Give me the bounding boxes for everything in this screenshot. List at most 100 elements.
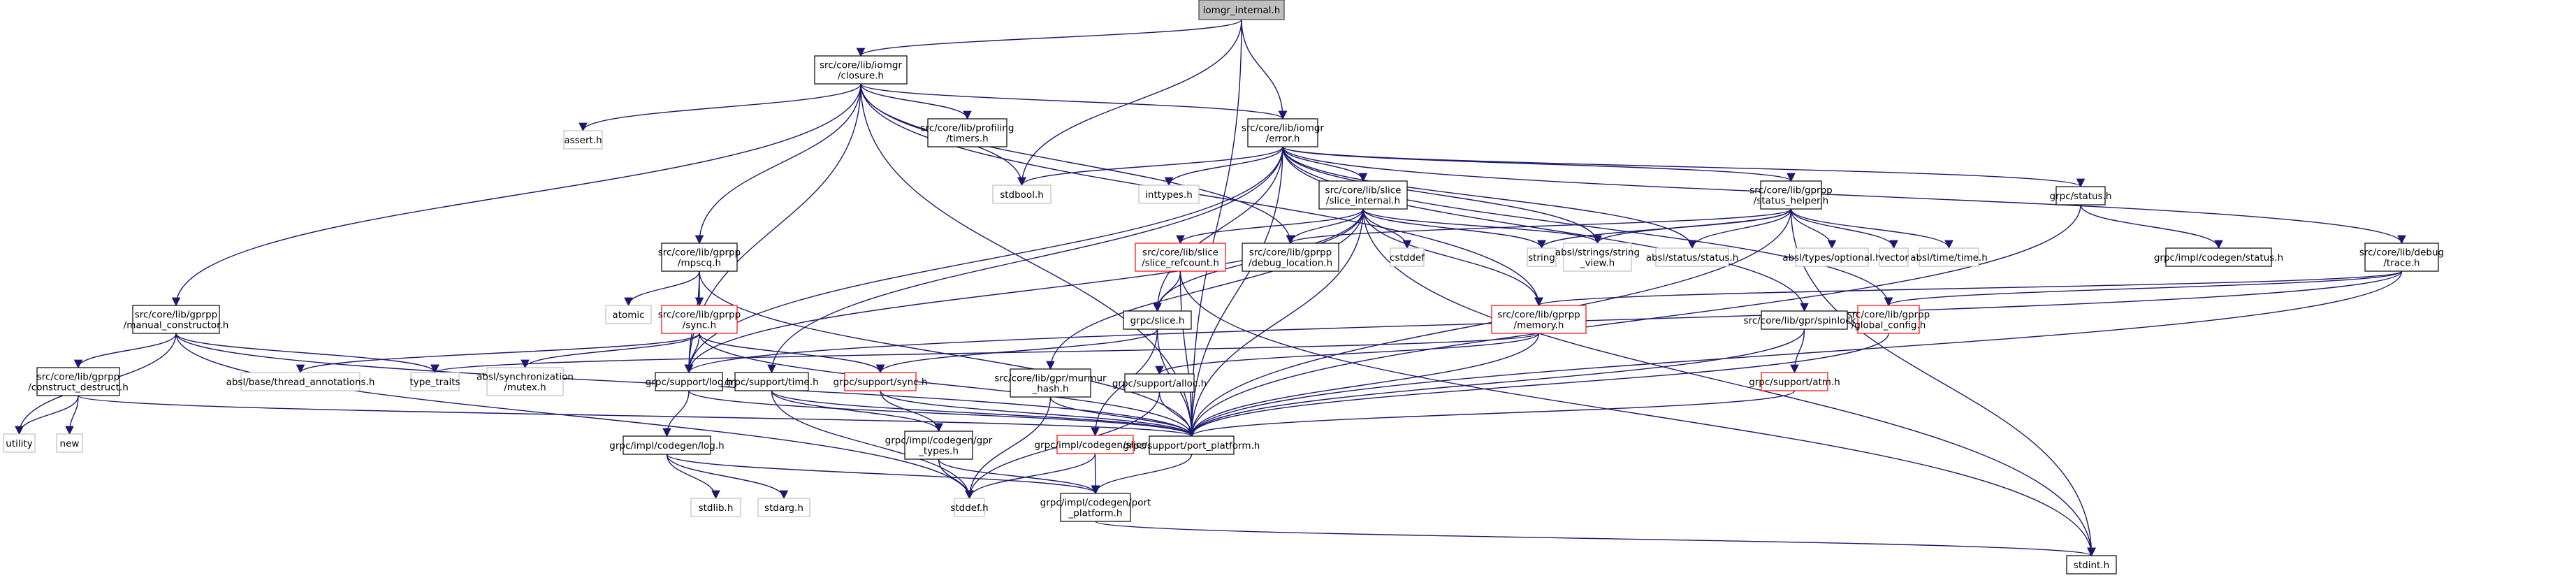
node-spinlock[interactable]: src/core/lib/gpr/spinlock.h [1744,310,1865,330]
node-label: _hash.h [1031,384,1068,395]
node-gprpp-sync[interactable]: src/core/lib/gprpp/sync.h [658,305,741,334]
node-port-platform[interactable]: grpc/support/port_platform.h [1123,435,1260,455]
node-codegen-port-platform[interactable]: grpc/impl/codegen/port_platform.h [1040,493,1151,522]
node-label: src/core/lib/profiling [921,123,1014,134]
edge-spinlock-to-support_atm [1790,328,1805,374]
node-label: src/core/lib/iomgr [820,60,902,71]
node-box [1655,247,1729,267]
node-label: stdlib.h [699,503,734,514]
node-label: absl/strings/string [1555,247,1640,259]
node-label: cstddef [1390,252,1425,263]
node-box [410,372,460,391]
edge-iomgr_internal-to-closure [856,19,1242,57]
node-box [132,305,220,334]
edge-trace-to-port_platform [1187,270,2403,438]
node-box [992,185,1051,204]
node-status-helper[interactable]: src/core/lib/gprpp/status_helper.h [1749,180,1833,210]
edge-slice_internal-to-port_platform [1187,208,1364,438]
node-error[interactable]: src/core/lib/iomgr/error.h [1242,118,1324,147]
edge-status_helper-to-string_view [1593,208,1792,245]
edge-codegen_log-to-codegen_port_platform [666,454,1100,495]
node-label: /construct_destruct.h [28,382,129,393]
node-label: absl/base/thread_annotations.h [226,377,375,388]
node-label: absl/synchronization [476,372,574,383]
node-support-atm[interactable]: grpc/support/atm.h [1749,372,1840,391]
edge-support_atm-to-port_platform [1187,390,1796,438]
node-iomgr-internal[interactable]: iomgr_internal.h [1198,0,1285,20]
edge-manual_constructor-to-type_traits [175,333,439,374]
node-mpscq[interactable]: src/core/lib/gprpp/mpscq.h [658,243,741,272]
node-box [1795,247,1869,267]
edge-iomgr_internal-to-stdbool [1017,19,1242,187]
node-timers[interactable]: src/core/lib/profiling/timers.h [921,118,1014,147]
node-label: /debug_location.h [1249,258,1332,269]
node-box [757,498,810,517]
edge-slice_internal-to-stdint [1362,208,2096,557]
node-label: string [1528,252,1555,263]
node-closure[interactable]: src/core/lib/iomgr/closure.h [814,55,908,85]
node-label: new [60,438,80,449]
node-box [1318,180,1408,210]
edge-support_time-to-gpr_types [771,390,943,433]
node-box [1919,247,1979,267]
node-gpr-types[interactable]: grpc/impl/codegen/gpr_types.h [885,431,993,460]
node-grpc-slice[interactable]: grpc/slice.h [1123,310,1192,330]
edge-error-to-stdbool [1017,146,1283,187]
edge-memory-to-port_platform [1187,333,1540,438]
edge-slice_internal-to-slice_refcount [1176,208,1364,245]
node-label: src/core/lib/slice [1142,247,1218,259]
node-label: vector [1879,252,1909,263]
edge-grpc_slice-to-support_sync [875,328,1158,374]
node-label: utility [6,438,32,449]
node-debug-location[interactable]: src/core/lib/gprpp/debug_location.h [1242,243,1339,272]
node-murmur-hash[interactable]: src/core/lib/gpr/murmur_hash.h [994,368,1107,398]
node-label: grpc/support/time.h [725,377,818,388]
node-support-log[interactable]: grpc/support/log.h [646,372,732,391]
edge-error-to-global_config [1282,146,1893,307]
node-codegen-slice[interactable]: grpc/impl/codegen/slice.h [1034,435,1156,454]
edge-codegen_log-to-stdarg [666,454,789,500]
node-codegen-status[interactable]: grpc/impl/codegen/status.h [2154,247,2283,267]
edge-iomgr_internal-to-error [1241,19,1288,120]
node-manual-constructor[interactable]: src/core/lib/gprpp/manual_constructor.h [124,305,229,334]
edge-gprpp_sync-to-support_log [684,333,700,374]
node-trace[interactable]: src/core/lib/debug/trace.h [2359,243,2444,272]
node-slice-internal[interactable]: src/core/lib/slice/slice_internal.h [1318,180,1408,210]
node-label: /global_config.h [1851,320,1926,331]
node-box [1761,372,1828,391]
node-support-sync[interactable]: grpc/support/sync.h [834,372,928,391]
edge-slice_refcount-to-port_platform [1179,270,1196,438]
edge-gpr_types-to-stddef [938,458,974,500]
node-box [1857,305,1920,334]
node-construct-destruct[interactable]: src/core/lib/gprpp/construct_destruct.h [28,367,129,396]
node-box [1527,247,1557,267]
node-box [1761,310,1848,330]
node-absl-status: absl/status/status.h [1646,247,1738,267]
node-slice-refcount[interactable]: src/core/lib/slice/slice_refcount.h [1135,243,1226,272]
edge-error-to-string_view [1282,146,1602,245]
node-mutex: absl/synchronization/mutex.h [476,367,574,396]
node-label: src/core/lib/debug [2359,247,2444,259]
node-memory[interactable]: src/core/lib/gprpp/memory.h [1491,305,1587,334]
node-label: grpc/support/log.h [646,377,732,388]
node-box [1060,493,1131,522]
edge-closure-to-debug_location [860,83,1295,245]
node-string: string [1527,247,1557,267]
node-layer: iomgr_internal.h src/core/lib/iomgr/closu… [3,0,2444,575]
edge-construct_destruct-to-utility [15,395,79,435]
node-grpc-status[interactable]: grpc/status.h [2050,186,2112,205]
node-label: src/core/lib/gprpp [1249,247,1332,259]
node-box [1491,305,1587,334]
node-stdint[interactable]: stdint.h [2066,555,2117,575]
node-global-config[interactable]: src/core/lib/gprpp/global_config.h [1847,305,1930,334]
edge-spinlock-to-port_platform [1187,328,1805,438]
node-support-time[interactable]: grpc/support/time.h [725,372,819,391]
node-label: src/core/lib/gprpp [658,310,741,321]
node-label: iomgr_internal.h [1203,5,1281,16]
node-label: grpc/support/port_platform.h [1123,440,1260,451]
node-codegen-log[interactable]: grpc/impl/codegen/log.h [609,435,725,455]
node-box [734,372,809,391]
node-label: grpc/support/sync.h [834,377,928,388]
node-support-alloc[interactable]: grpc/support/alloc.h [1112,373,1207,393]
edge-status_helper-to-vector [1790,208,1898,250]
